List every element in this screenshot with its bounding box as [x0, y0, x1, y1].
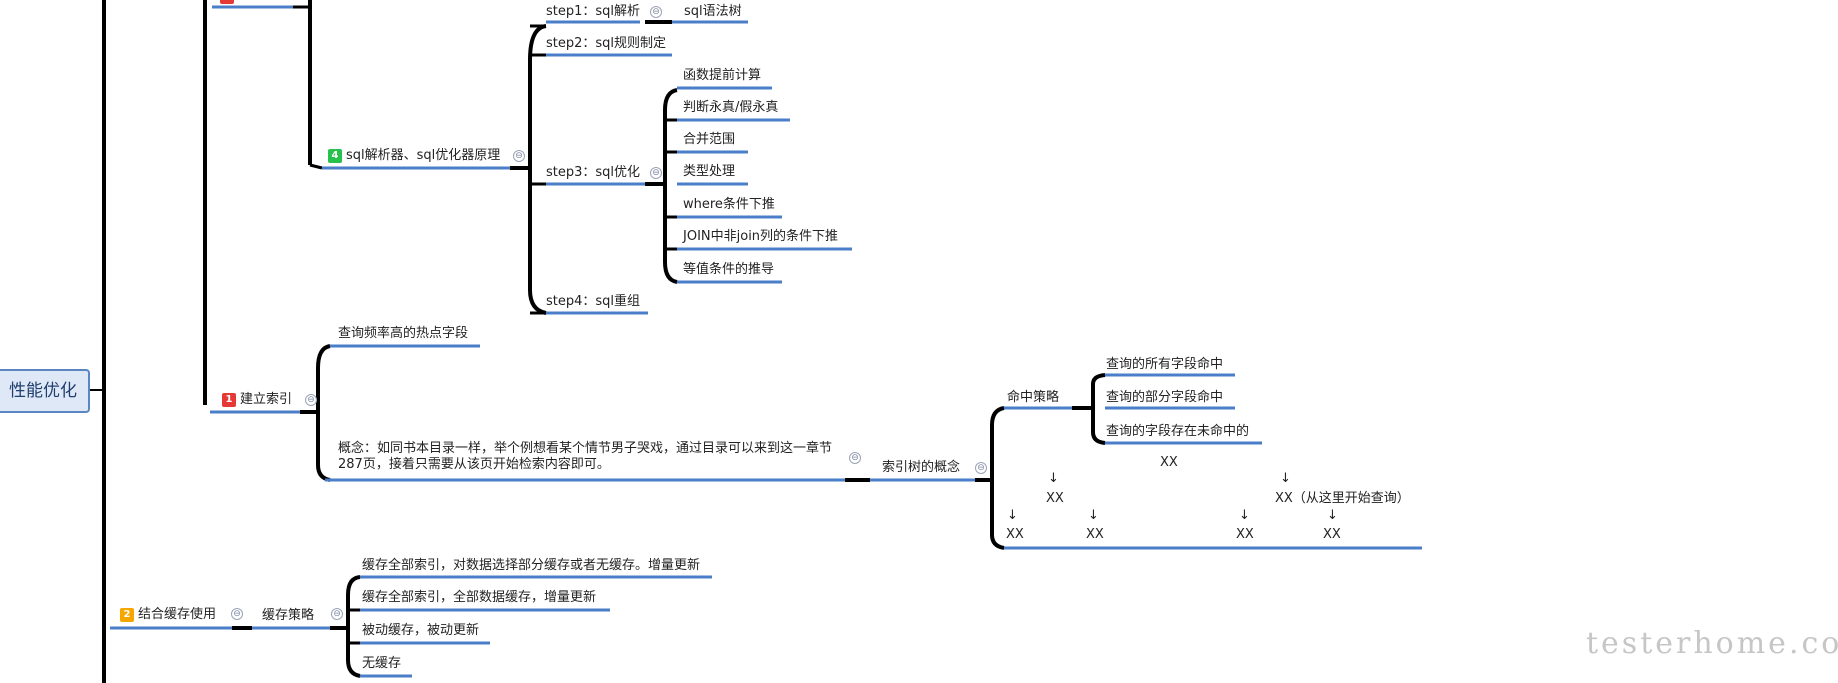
hit-child[interactable]: 查询的字段存在未命中的: [1106, 424, 1250, 439]
tree-arrow: ↓: [1239, 508, 1250, 523]
hit-child[interactable]: 查询的部分字段命中: [1106, 390, 1224, 405]
node-sql-parser[interactable]: 4 sql解析器、sql优化器原理: [328, 148, 500, 164]
step3-child[interactable]: 判断永真/假永真: [683, 100, 779, 115]
collapse-toggle-icon[interactable]: ⊖: [975, 462, 987, 474]
node-cache-strategy[interactable]: 缓存策略: [262, 608, 315, 623]
collapse-toggle-icon[interactable]: ⊖: [513, 150, 525, 162]
step3-child[interactable]: 等值条件的推导: [683, 262, 775, 277]
cache-child[interactable]: 被动缓存，被动更新: [362, 623, 480, 638]
collapse-toggle-icon[interactable]: ⊖: [650, 167, 662, 179]
partial-badge: [220, 0, 234, 4]
node-step2[interactable]: step2：sql规则制定: [546, 36, 667, 51]
tree-leaf: XX: [1236, 527, 1254, 542]
priority-badge: 1: [222, 393, 236, 407]
tree-arrow: ↓: [1327, 508, 1338, 523]
collapse-toggle-icon[interactable]: ⊖: [849, 452, 861, 464]
node-cache[interactable]: 2 结合缓存使用: [120, 607, 216, 623]
tree-arrow: ↓: [1088, 508, 1099, 523]
tree-arrow: ↓: [1280, 471, 1291, 486]
tree-root-value: XX: [1160, 455, 1178, 470]
node-step4[interactable]: step4：sql重组: [546, 294, 641, 309]
step3-child[interactable]: 类型处理: [683, 164, 736, 179]
root-node[interactable]: 性能优化: [0, 369, 90, 413]
node-concept[interactable]: 概念：如同书本目录一样，举个例想看某个情节男子哭戏，通过目录可以来到这一章节28…: [338, 441, 833, 472]
node-index[interactable]: 1 建立索引: [222, 392, 292, 408]
node-cache-label: 结合缓存使用: [138, 607, 217, 622]
priority-badge: 4: [328, 149, 342, 163]
node-step1-child[interactable]: sql语法树: [684, 4, 742, 19]
tree-arrow: ↓: [1007, 508, 1018, 523]
node-index-tree[interactable]: 索引树的概念: [882, 460, 961, 475]
collapse-toggle-icon[interactable]: ⊖: [331, 608, 343, 620]
node-step1[interactable]: step1：sql解析: [546, 4, 641, 19]
cache-child[interactable]: 缓存全部索引，对数据选择部分缓存或者无缓存。增量更新: [362, 558, 701, 573]
step3-child[interactable]: 函数提前计算: [683, 68, 762, 83]
tree-mid-left: XX: [1046, 491, 1064, 506]
node-index-label: 建立索引: [240, 392, 293, 407]
tree-leaf: XX: [1006, 527, 1024, 542]
root-label: 性能优化: [9, 381, 77, 401]
node-step3[interactable]: step3：sql优化: [546, 165, 641, 180]
collapse-toggle-icon[interactable]: ⊖: [650, 6, 662, 18]
hit-child[interactable]: 查询的所有字段命中: [1106, 357, 1224, 372]
tree-leaf: XX: [1086, 527, 1104, 542]
cache-child[interactable]: 无缓存: [362, 656, 402, 671]
cache-child[interactable]: 缓存全部索引，全部数据缓存，增量更新: [362, 590, 597, 605]
node-hit-strategy[interactable]: 命中策略: [1007, 390, 1060, 405]
node-hot-fields[interactable]: 查询频率高的热点字段: [338, 326, 469, 341]
collapse-toggle-icon[interactable]: ⊖: [305, 394, 317, 406]
priority-badge: 2: [120, 608, 134, 622]
step3-child[interactable]: JOIN中非join列的条件下推: [683, 229, 839, 244]
tree-arrow: ↓: [1048, 471, 1059, 486]
collapse-toggle-icon[interactable]: ⊖: [231, 608, 243, 620]
tree-leaf: XX: [1323, 527, 1341, 542]
step3-child[interactable]: 合并范围: [683, 132, 736, 147]
tree-mid-right: XX（从这里开始查询）: [1275, 491, 1410, 506]
step3-child[interactable]: where条件下推: [683, 197, 775, 212]
watermark-logo: testerhome.com: [1586, 626, 1838, 661]
node-sql-parser-label: sql解析器、sql优化器原理: [346, 148, 501, 163]
